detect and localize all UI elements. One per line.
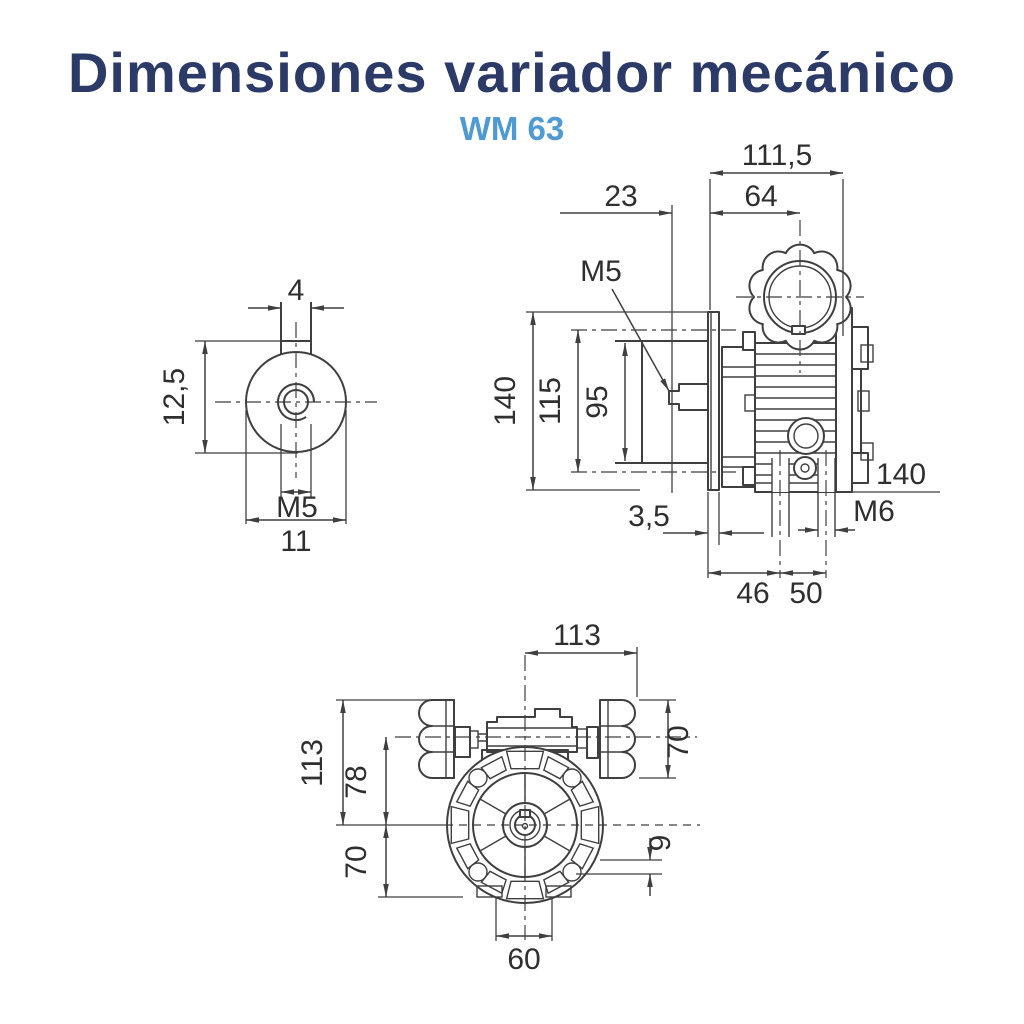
dim-input-offset-label: 23 bbox=[604, 180, 637, 213]
dim-shaft-height-label: 95 bbox=[581, 385, 614, 418]
foot-right bbox=[545, 885, 572, 898]
right-handwheel bbox=[599, 699, 636, 779]
dim-wheel-height: 70 bbox=[639, 699, 695, 779]
dim-shaft-height: 95 bbox=[581, 343, 628, 461]
bolt-hole-nw bbox=[468, 768, 488, 788]
dim-span-label: 113 bbox=[553, 619, 601, 652]
dim-body-height: 140 bbox=[852, 458, 940, 493]
dim-keyway-depth-label: 12,5 bbox=[158, 368, 191, 426]
dim-flange-thickness-label: 3,5 bbox=[628, 500, 670, 533]
dim-shaft-diameter: 11 bbox=[245, 410, 347, 558]
boss-mid bbox=[744, 394, 756, 412]
dim-body-height-label: 140 bbox=[876, 458, 926, 491]
dim-overall-width: 111,5 bbox=[709, 139, 844, 336]
left-collar bbox=[469, 730, 479, 749]
base-bolts bbox=[771, 450, 836, 578]
keyway-tab bbox=[280, 302, 312, 355]
dim-hole-offset: 9 bbox=[576, 835, 677, 896]
dim-overall-width-label: 111,5 bbox=[742, 139, 813, 172]
oil-plug-inner bbox=[793, 423, 819, 449]
dim-center-height: 78 bbox=[340, 737, 389, 825]
end-cover bbox=[835, 307, 853, 493]
dim-flange-height-label: 140 bbox=[489, 376, 522, 426]
body-detail-lines bbox=[487, 727, 577, 747]
dim-keyway-width-label: 4 bbox=[288, 274, 305, 307]
input-housing bbox=[615, 340, 707, 464]
dim-thread-input: M5 bbox=[580, 255, 670, 392]
dim-center-width: 64 bbox=[710, 180, 800, 216]
dim-keyway-depth: 12,5 bbox=[158, 340, 298, 454]
cover-block-bottom bbox=[851, 452, 869, 484]
dim-base-offset-label: 46 bbox=[736, 577, 769, 610]
dim-total-height: 113 bbox=[296, 699, 433, 825]
page-title: Dimensiones variador mecánico bbox=[67, 41, 956, 104]
left-shaft bbox=[478, 733, 487, 742]
adapter-lines bbox=[722, 366, 755, 468]
dim-flange-thickness: 3,5 bbox=[628, 492, 764, 578]
top-view-centerlines bbox=[395, 655, 697, 940]
bore-keyway bbox=[791, 325, 806, 335]
dim-thread-v1: M5 bbox=[276, 489, 318, 524]
mounting-flange bbox=[707, 311, 720, 491]
centerlines bbox=[215, 322, 377, 478]
side-view: 111,5 23 64 M5 140 115 bbox=[489, 139, 940, 610]
cover-tab-top bbox=[860, 344, 874, 363]
dim-foot-width: 60 bbox=[495, 897, 553, 976]
dim-thread-base: M6 bbox=[798, 495, 895, 533]
right-collar bbox=[576, 728, 588, 749]
dim-wheel-height-label: 70 bbox=[662, 725, 695, 758]
input-shaft-stub bbox=[668, 383, 707, 411]
handwheel-centerlines bbox=[736, 220, 864, 373]
dim-hole-offset-label: 9 bbox=[644, 835, 677, 852]
right-nut bbox=[586, 726, 599, 759]
foot-left bbox=[476, 885, 503, 898]
dim-lower-height-label: 70 bbox=[340, 845, 373, 878]
model-subtitle: WM 63 bbox=[459, 110, 565, 147]
dim-span: 113 bbox=[525, 619, 638, 697]
dim-foot-width-label: 60 bbox=[507, 943, 540, 976]
dim-total-height-label: 113 bbox=[296, 739, 329, 787]
bolt-hole-ne bbox=[562, 768, 582, 788]
drain-plug bbox=[793, 456, 817, 480]
thread-extension-lines bbox=[280, 424, 312, 497]
dim-center-width-label: 64 bbox=[744, 180, 777, 213]
dim-shaft-diameter-label: 11 bbox=[280, 525, 311, 558]
top-view: 113 113 78 70 70 bbox=[296, 619, 700, 976]
dim-base-offset: 46 bbox=[708, 570, 780, 610]
dim-bolt-spacing-v-label: 115 bbox=[534, 377, 567, 425]
cover-tab-bottom bbox=[860, 442, 874, 461]
bolt-hole-sw bbox=[468, 862, 488, 882]
dim-input-offset: 23 bbox=[560, 180, 673, 493]
cover-block-top bbox=[851, 326, 869, 370]
dim-thread-v1-label: M5 bbox=[276, 491, 318, 524]
dim-base-spacing-label: 50 bbox=[789, 577, 822, 610]
dim-lower-height: 70 bbox=[340, 825, 463, 898]
dim-bolt-spacing-v: 115 bbox=[534, 330, 581, 472]
thread-arc bbox=[277, 383, 315, 421]
flange-bolt-centerlines bbox=[571, 329, 736, 473]
left-nut bbox=[454, 726, 471, 758]
drain-plug-inner bbox=[800, 463, 810, 473]
boss-top bbox=[742, 331, 756, 351]
boss-bottom bbox=[742, 466, 756, 486]
shaft-end-view: 4 12,5 M5 11 bbox=[158, 274, 377, 558]
dim-keyway-width: 4 bbox=[248, 274, 344, 311]
cover-tab-mid bbox=[857, 390, 870, 412]
dim-center-height-label: 78 bbox=[340, 765, 373, 798]
bolt-hole-se bbox=[562, 862, 582, 882]
dim-base-spacing: 50 bbox=[780, 570, 826, 610]
dim-flange-height: 140 bbox=[489, 311, 708, 491]
left-handwheel bbox=[418, 699, 455, 779]
dim-thread-input-label: M5 bbox=[580, 255, 622, 288]
dim-thread-base-label: M6 bbox=[853, 495, 895, 528]
oil-plug bbox=[787, 417, 825, 455]
